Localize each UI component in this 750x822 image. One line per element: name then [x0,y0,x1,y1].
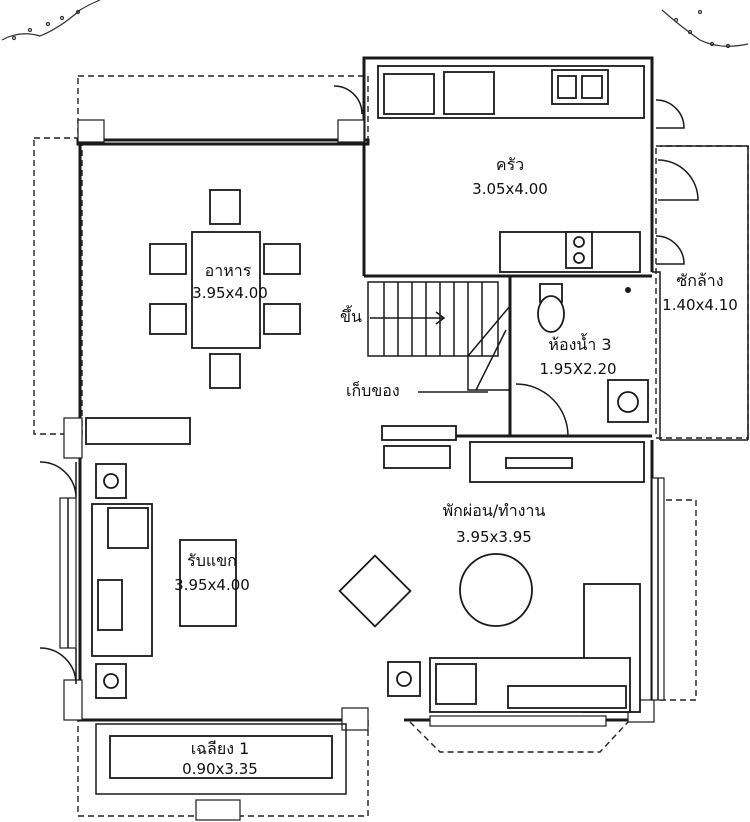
bathroom-size: 1.95X2.20 [539,360,616,378]
bathroom-name: ห้องน้ำ 3 [548,333,611,354]
room-label-rest-work: พักผ่อน/ทำงาน 3.95x3.95 [443,501,546,546]
room-label-laundry: ซักล้าง 1.40x4.10 [662,271,738,314]
windows [59,477,665,727]
storage-shelves [85,417,645,483]
room-label-dining: อาหาร 3.95x4.00 [192,261,268,302]
terrace-area [95,723,347,821]
rest-furniture [387,553,641,713]
room-label-kitchen: ครัว 3.05x4.00 [472,155,548,198]
laundry-name: ซักล้าง [676,271,723,290]
storage-label: เก็บของ [346,380,400,400]
bathroom-fixtures [537,283,649,423]
doors [39,85,699,685]
storage-callout: เก็บของ [346,380,488,400]
living-size: 3.95x4.00 [174,576,250,594]
rest-work-size: 3.95x3.95 [456,528,532,546]
room-label-terrace: เฉลียง 1 0.90x3.35 [182,739,258,778]
kitchen-counter [377,65,645,273]
dining-name: อาหาร [205,261,252,280]
room-label-bathroom: ห้องน้ำ 3 1.95X2.20 [539,333,616,378]
stairs-up-label: ขึ้น [340,305,362,326]
kitchen-name: ครัว [496,155,524,174]
staircase [367,281,511,391]
living-furniture [91,463,412,699]
landscape-shrub-right [661,9,749,49]
dining-size: 3.95x4.00 [192,284,268,302]
laundry-size: 1.40x4.10 [662,296,738,314]
room-label-living: รับแขก 3.95x4.00 [174,551,250,594]
dining-set [149,189,301,389]
landscape-shrub-left [1,0,101,41]
rest-work-name: พักผ่อน/ทำงาน [443,501,546,520]
terrace-size: 0.90x3.35 [182,760,258,778]
terrace-name: เฉลียง 1 [191,739,250,758]
kitchen-size: 3.05x4.00 [472,180,548,198]
living-name: รับแขก [187,551,237,570]
